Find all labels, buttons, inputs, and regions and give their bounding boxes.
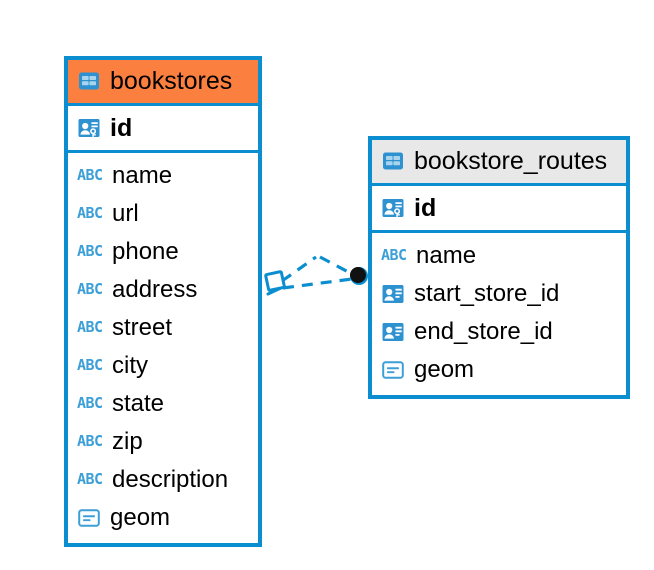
relationship-line-base <box>282 277 353 290</box>
geometry-type-icon <box>78 509 100 527</box>
field-label: geom <box>414 356 475 383</box>
field-row-state[interactable]: ABC state <box>68 385 258 423</box>
field-row-start-store-id[interactable]: start_store_id <box>372 275 626 313</box>
table-grid-icon <box>383 152 403 170</box>
field-row-street[interactable]: ABC street <box>68 309 258 347</box>
field-label: city <box>112 352 148 379</box>
geometry-type-icon <box>382 361 404 379</box>
primary-key-row[interactable]: id <box>372 186 626 233</box>
text-type-icon: ABC <box>77 356 103 374</box>
field-row-geom[interactable]: geom <box>68 499 258 537</box>
field-row-city[interactable]: ABC city <box>68 347 258 385</box>
text-type-icon: ABC <box>77 280 103 298</box>
field-row-geom[interactable]: geom <box>372 351 626 389</box>
field-label: end_store_id <box>414 318 553 345</box>
field-label: geom <box>110 504 171 531</box>
field-label: name <box>416 242 477 269</box>
relationship-line-branch-a <box>281 255 317 283</box>
foreign-key-icon <box>382 323 404 341</box>
filled-circle-marker <box>350 267 368 285</box>
text-type-icon: ABC <box>77 394 103 412</box>
entity-table-bookstore-routes[interactable]: bookstore_routes id ABC name <box>368 136 630 399</box>
field-label: name <box>112 162 173 189</box>
field-label: phone <box>112 238 179 265</box>
field-row-zip[interactable]: ABC zip <box>68 423 258 461</box>
entity-title: bookstore_routes <box>414 146 608 175</box>
primary-key-icon <box>382 199 404 217</box>
text-type-icon: ABC <box>77 204 103 222</box>
field-row-name[interactable]: ABC name <box>68 157 258 195</box>
entity-title: bookstores <box>110 66 233 95</box>
entity-header-bookstores[interactable]: bookstores <box>68 60 258 106</box>
primary-key-icon <box>78 119 100 137</box>
field-label: zip <box>112 428 143 455</box>
foreign-key-icon <box>382 285 404 303</box>
primary-key-row[interactable]: id <box>68 106 258 153</box>
entity-table-bookstores[interactable]: bookstores id ABC name <box>64 56 262 547</box>
relationship-line-branch-b <box>319 255 355 277</box>
entity-header-bookstore-routes[interactable]: bookstore_routes <box>372 140 626 186</box>
field-label: state <box>112 390 165 417</box>
field-row-description[interactable]: ABC description <box>68 461 258 499</box>
primary-key-label: id <box>414 193 437 222</box>
field-row-phone[interactable]: ABC phone <box>68 233 258 271</box>
field-list-bookstore-routes: ABC name start_store_id <box>372 233 626 395</box>
field-label: url <box>112 200 139 227</box>
field-row-name[interactable]: ABC name <box>372 237 626 275</box>
field-label: street <box>112 314 173 341</box>
field-row-address[interactable]: ABC address <box>68 271 258 309</box>
table-grid-icon <box>79 72 99 90</box>
field-list-bookstores: ABC name ABC url ABC phone ABC <box>68 153 258 543</box>
field-row-end-store-id[interactable]: end_store_id <box>372 313 626 351</box>
diamond-aggregation-marker <box>264 270 286 296</box>
field-label: address <box>112 276 198 303</box>
field-label: description <box>112 466 229 493</box>
text-type-icon: ABC <box>381 246 407 264</box>
field-row-url[interactable]: ABC url <box>68 195 258 233</box>
text-type-icon: ABC <box>77 432 103 450</box>
text-type-icon: ABC <box>77 318 103 336</box>
text-type-icon: ABC <box>77 166 103 184</box>
primary-key-label: id <box>110 113 133 142</box>
text-type-icon: ABC <box>77 242 103 260</box>
field-label: start_store_id <box>414 280 560 307</box>
text-type-icon: ABC <box>77 470 103 488</box>
